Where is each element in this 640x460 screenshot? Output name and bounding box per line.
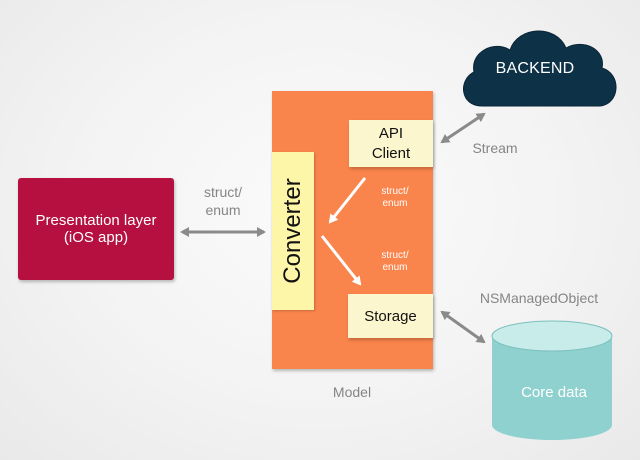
presentation-converter-label-line1: struct/	[203, 184, 243, 200]
nsmanagedobject-label: NSManagedObject	[479, 290, 599, 306]
presentation-layer-title: Presentation layer	[35, 212, 157, 229]
api-client-label-line2: Client	[371, 144, 411, 162]
presentation-converter-label-line2: enum	[205, 202, 241, 218]
converter-storage-edge-label: struct/ enum	[370, 250, 420, 274]
converter-storage-edge-label-line2: enum	[382, 262, 408, 273]
converter-label: Converter	[279, 178, 306, 284]
presentation-layer-node: Presentation layer (iOS app)	[18, 178, 174, 280]
api-client-label-line1: API	[378, 124, 404, 142]
storage-node: Storage	[348, 294, 433, 338]
storage-coredata-connector	[440, 310, 486, 344]
api-converter-edge-label-line2: enum	[382, 198, 408, 209]
converter-storage-edge-label-line1: struct/	[381, 250, 409, 261]
api-converter-edge-label-line1: struct/	[381, 186, 409, 197]
presentation-converter-label: struct/ enum	[188, 183, 258, 219]
api-backend-connector	[440, 112, 486, 144]
model-label: Model	[332, 384, 372, 400]
storage-label: Storage	[364, 307, 417, 325]
api-to-converter-arrow	[328, 177, 367, 224]
api-client-node: API Client	[349, 120, 433, 167]
backend-cloud-icon	[463, 30, 617, 107]
stream-label: Stream	[472, 140, 518, 156]
converter-node: Converter	[272, 152, 314, 310]
backend-label: BACKEND	[495, 60, 575, 77]
core-data-cylinder-icon	[491, 320, 613, 440]
presentation-layer-subtitle: (iOS app)	[63, 229, 129, 246]
core-data-label: Core data	[521, 384, 587, 401]
converter-to-storage-arrow	[320, 235, 362, 286]
api-converter-edge-label: struct/ enum	[370, 186, 420, 210]
